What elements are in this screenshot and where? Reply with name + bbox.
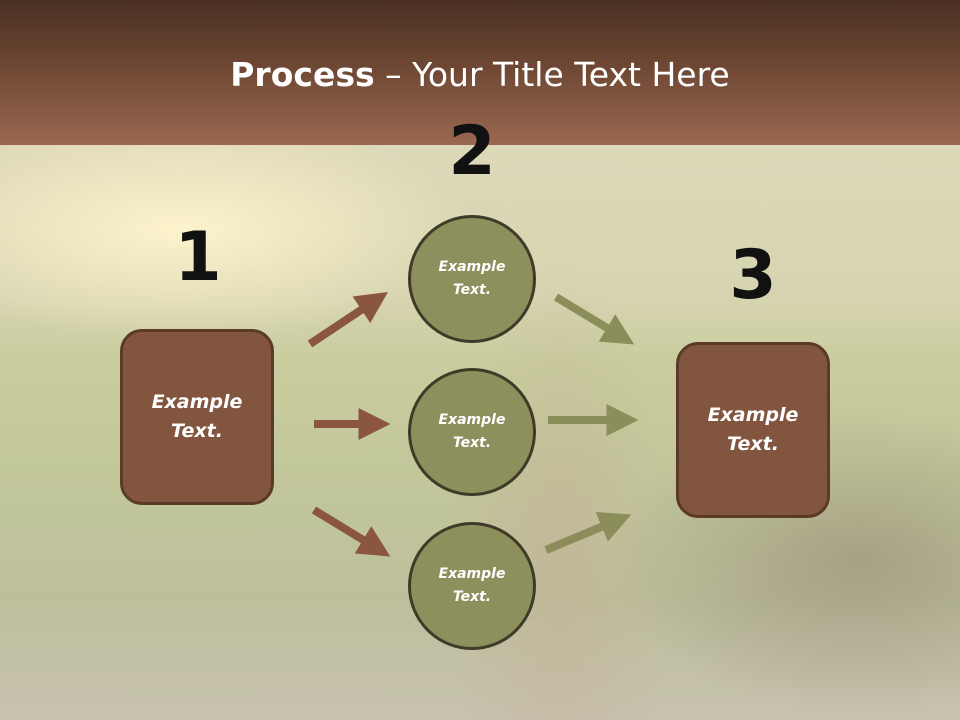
step2-circle-middle[interactable]: Example Text. (408, 368, 536, 496)
header-bar: Process – Your Title Text Here (0, 0, 960, 145)
step2-circle-middle-text: Example Text. (438, 412, 506, 451)
step2-circle-top-text: Example Text. (438, 259, 506, 298)
step3-text: Example Text. (707, 404, 799, 455)
arrow-bottom-to-3 (544, 512, 632, 554)
title-bold: Process (230, 55, 375, 94)
step2-circle-bottom-text: Example Text. (438, 566, 506, 605)
arrow-1-to-bottom (311, 506, 391, 557)
arrow-1-to-top (307, 292, 388, 348)
step2-circle-top[interactable]: Example Text. (408, 215, 536, 343)
step1-text: Example Text. (151, 391, 243, 442)
step-number-1: 1 (174, 218, 222, 297)
step1-box[interactable]: Example Text. (120, 329, 274, 505)
title-rest: – Your Title Text Here (374, 55, 730, 94)
page-title: Process – Your Title Text Here (0, 52, 960, 98)
step-number-3: 3 (729, 236, 777, 315)
arrow-top-to-3 (553, 293, 635, 345)
step-number-2: 2 (448, 112, 496, 191)
step2-circle-bottom[interactable]: Example Text. (408, 522, 536, 650)
step3-box[interactable]: Example Text. (676, 342, 830, 518)
